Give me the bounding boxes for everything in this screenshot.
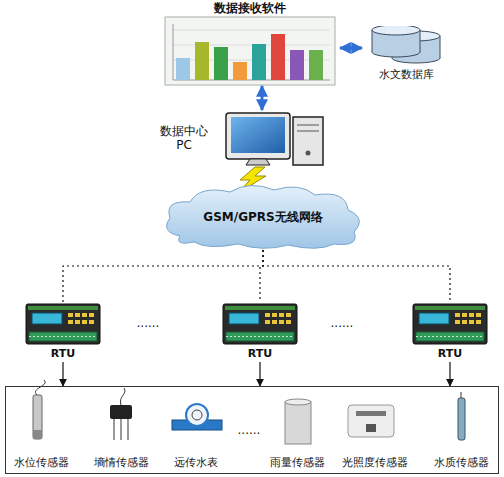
soil-moisture-sensor-icon — [110, 405, 132, 419]
database-side — [372, 30, 373, 52]
rain-gauge-top — [285, 399, 311, 405]
node-text: 雨量传感器 — [262, 456, 334, 469]
node-text: 远传水表 — [162, 456, 230, 469]
node-text: 墒情传感器 — [86, 456, 158, 469]
chart-bar — [271, 34, 285, 80]
chart-bar — [290, 50, 304, 80]
node-text: RTU — [412, 347, 488, 360]
sensor-cable — [461, 392, 462, 398]
rtu-device — [413, 304, 487, 344]
chart-bar — [309, 50, 323, 80]
database-node: 水文数据库 — [362, 26, 450, 82]
monitor — [226, 113, 290, 159]
node-text: 数据接收软件 — [160, 1, 340, 15]
water-level-sensor-icon — [33, 395, 42, 439]
chart-axis — [173, 24, 174, 80]
rtu-unit: RTU — [222, 302, 298, 362]
software-window-frame — [165, 17, 335, 85]
node-text: 水文数据库 — [362, 68, 450, 81]
rain-gauge-icon — [285, 402, 311, 444]
chart-bar — [195, 42, 209, 80]
water-level-sensor-tip — [33, 430, 42, 439]
sensor-item: 远传水表 — [162, 390, 230, 472]
pc-tower — [293, 117, 323, 165]
data-center-pc: 数据中心 PC — [156, 110, 326, 168]
rtu-device — [26, 304, 100, 344]
rtu-unit: RTU — [25, 302, 101, 362]
ellipsis-label: ...... — [320, 316, 364, 330]
sensor-panel: ...... 水位传感器墒情传感器远传水表 雨量传感器光照度传感器水质传感器 — [5, 386, 499, 474]
dotted-link — [63, 250, 263, 302]
sensor-item: 水质传感器 — [426, 390, 498, 472]
node-text: 水质传感器 — [426, 456, 498, 469]
sensor-item: 光照度传感器 — [334, 390, 416, 472]
water-meter-gauge — [192, 410, 202, 420]
sensor-cable — [35, 380, 45, 395]
arrow-connector — [261, 86, 264, 110]
database-top — [372, 26, 420, 35]
light-sensor-window — [366, 424, 376, 432]
grid-line — [173, 30, 330, 31]
arrow-connector — [449, 362, 450, 386]
software-window: 数据接收软件 — [160, 0, 340, 86]
power-button — [306, 151, 311, 156]
sensor-item: 墒情传感器 — [86, 390, 158, 472]
database-side — [420, 30, 421, 52]
ellipsis-label: ...... — [126, 316, 170, 330]
sensor-cable — [120, 388, 125, 405]
drive-slot — [297, 131, 319, 132]
dotted-link — [263, 250, 450, 302]
node-text: 数据中心 PC — [156, 124, 212, 153]
chart-bar — [233, 62, 247, 80]
sensor-prong — [120, 419, 122, 440]
node-text: GSM/GPRS无线网络 — [158, 210, 368, 224]
node-text: ...... — [232, 423, 266, 437]
node-text: 光照度传感器 — [334, 456, 416, 469]
rtu-unit: RTU — [412, 302, 488, 362]
water-meter-dial — [186, 404, 208, 426]
node-text: 水位传感器 — [6, 456, 78, 469]
dotted-link — [260, 250, 263, 302]
node-text: RTU — [222, 347, 298, 360]
monitor-screen — [231, 117, 285, 153]
node-text: RTU — [25, 347, 101, 360]
rtu-device — [223, 304, 297, 344]
chart-bar — [176, 58, 190, 80]
monitor-stand — [246, 159, 270, 165]
database-side — [440, 36, 441, 58]
drive-slot — [297, 125, 319, 126]
chart-bar — [214, 47, 228, 80]
sensor-item: 雨量传感器 — [262, 390, 334, 472]
chart-bar — [252, 44, 266, 80]
sensor-prong — [127, 419, 129, 440]
arrow-connector — [259, 362, 260, 386]
water-quality-probe-icon — [458, 398, 465, 440]
arrow-connector — [340, 47, 362, 50]
network-cloud: GSM/GPRS无线网络 — [158, 180, 368, 250]
light-sensor-plate — [356, 411, 386, 416]
arrow-connector — [62, 362, 63, 386]
light-sensor-icon — [348, 405, 394, 437]
sensor-item: 水位传感器 — [6, 390, 78, 472]
sensor-prong — [113, 419, 115, 440]
